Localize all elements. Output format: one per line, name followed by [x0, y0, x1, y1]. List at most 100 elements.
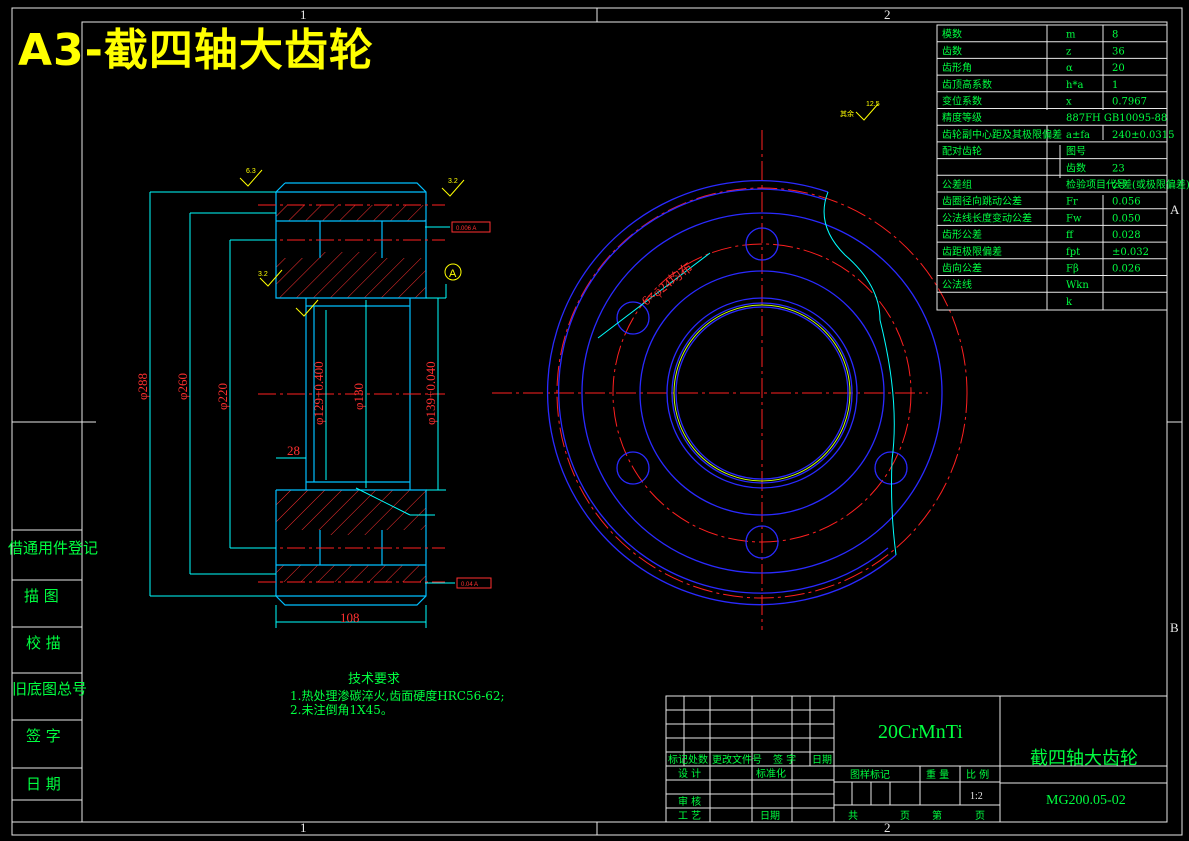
left-record-column: 借通用件登记 描 图 校 描 旧底图总号 签 字 日 期 [8, 421, 98, 823]
param-name: 模数 [942, 28, 962, 41]
stage-header: 重 量 [926, 768, 949, 781]
dim-width-108: 108 [340, 610, 360, 625]
material: 20CrMnTi [878, 721, 963, 743]
param-symbol: Fw [1066, 213, 1082, 224]
param-value: 20 [1112, 63, 1125, 74]
param-value: 23 [1112, 163, 1125, 174]
dim-d129: φ129+0.400 [311, 361, 326, 425]
left-col-item: 借通用件登记 [8, 539, 98, 557]
param-symbol: fpt [1066, 247, 1080, 258]
tech-req-heading: 技术要求 [348, 672, 400, 687]
param-value: 0.056 [1112, 197, 1141, 208]
sheets-label: 页 [900, 810, 910, 822]
dim-d130: φ130 [351, 383, 366, 410]
left-col-item: 校 描 [26, 634, 61, 652]
stage-header: 比 例 [966, 768, 989, 781]
total-label: 共 [848, 810, 858, 822]
standard-label: 标准化 [756, 767, 786, 780]
tech-req-line-2: 2.未注倒角1X45。 [290, 702, 393, 717]
datum-a-symbol: A [444, 263, 462, 281]
param-value: 0.028 [1112, 230, 1141, 241]
param-name: 齿形公差 [942, 228, 982, 241]
zone-labels: 1 2 1 2 A B [300, 7, 1180, 835]
page-label: 页 [975, 810, 985, 822]
svg-text:A: A [449, 268, 457, 280]
param-symbol: α [1066, 63, 1073, 74]
sheet-no-label: 第 [932, 809, 942, 822]
svg-text:12.5: 12.5 [866, 101, 880, 108]
param-name: 精度等级 [942, 111, 982, 124]
param-symbol: 图号 [1066, 146, 1086, 158]
rev-header: 签 字 [773, 753, 796, 766]
left-col-item: 描 图 [24, 587, 59, 605]
tol-frame-1: 0.006 A [456, 226, 476, 232]
param-name: 齿顶高系数 [942, 78, 992, 91]
param-name: 齿圈径向跳动公差 [942, 195, 1022, 208]
parameter-table: 模数 m 8 齿数 z 36 齿形角 α 20 齿顶高系数 h*a 1 变位系数 x 0.7967 精度等级 8… [936, 24, 1189, 311]
param-symbol: x [1066, 97, 1072, 108]
param-value: ±0.032 [1112, 247, 1149, 258]
param-value: 公差(或极限偏差)值 [1112, 178, 1189, 191]
zone-top-2: 2 [884, 7, 891, 22]
param-symbol: 齿数 [1066, 161, 1086, 174]
zone-bottom-2: 2 [884, 820, 891, 835]
param-symbol: h*a [1066, 80, 1083, 91]
dim-d220: φ220 [215, 383, 230, 410]
bolt-hole-note: 6×φ24均布 [639, 259, 696, 308]
check-label: 审 核 [678, 795, 701, 808]
tech-requirements: 技术要求 1.热处理渗碳淬火,齿面硬度HRC56-62; 2.未注倒角1X45。 [290, 672, 505, 717]
param-value: 0.7967 [1112, 97, 1147, 108]
dim-width-28: 28 [287, 443, 300, 458]
param-value: 36 [1112, 46, 1125, 57]
param-symbol: m [1066, 30, 1076, 41]
dim-d260: φ260 [175, 373, 190, 400]
param-value: 0.026 [1112, 264, 1141, 275]
left-col-item: 日 期 [26, 775, 61, 793]
dim-d288: φ288 [135, 373, 150, 400]
tol-frame-2: 0.04 A [461, 582, 478, 588]
param-name: 齿距极限偏差 [942, 245, 1002, 258]
tech-req-line-1: 1.热处理渗碳淬火,齿面硬度HRC56-62; [290, 688, 505, 703]
roughness-3-2-side: 3.2 [258, 271, 268, 278]
roughness-3-2: 3.2 [448, 178, 458, 185]
rev-header: 处数 [688, 753, 708, 766]
front-view: 6×φ24均布 其余 12.5 [492, 101, 968, 630]
param-symbol: 检验项目代号 [1066, 178, 1126, 191]
param-name: 齿形角 [942, 62, 972, 74]
zone-top-1: 1 [300, 7, 307, 22]
zone-right-b: B [1170, 620, 1179, 635]
param-symbol: Fr [1066, 197, 1078, 208]
param-symbol: z [1066, 46, 1071, 57]
hatch-areas [276, 205, 426, 582]
dim-d139: φ139+0.040 [423, 361, 438, 425]
title-block: 标记 处数 更改文件号 签 字 日期 设 计 标准化 审 核 工 艺 日期 图样… [665, 695, 1168, 823]
param-value: 0.050 [1112, 213, 1141, 224]
param-name: 公差组 [942, 178, 972, 191]
part-name: 截四轴大齿轮 [1030, 748, 1138, 769]
param-symbol: Wkn [1066, 280, 1089, 291]
param-symbol: a±fa [1066, 130, 1090, 141]
rev-header: 更改文件号 [712, 753, 762, 766]
left-col-item: 旧底图总号 [12, 680, 87, 698]
param-name: 变位系数 [942, 95, 982, 108]
param-value: 8 [1112, 30, 1118, 41]
param-value: 1 [1112, 80, 1118, 91]
drawing-number: MG200.05-02 [1046, 793, 1126, 808]
param-symbol: k [1066, 297, 1073, 308]
zone-bottom-1: 1 [300, 820, 307, 835]
param-name: 配对齿轮 [942, 145, 982, 158]
left-col-item: 签 字 [26, 727, 61, 745]
date-label: 日期 [760, 810, 780, 822]
param-name: 齿轮副中心距及其极限偏差 [942, 128, 1062, 141]
rev-header: 标记 [668, 754, 688, 766]
param-symbol: 887FH GB10095-88 [1066, 113, 1167, 124]
design-label: 设 计 [678, 767, 701, 780]
zone-right-a: A [1170, 202, 1180, 217]
param-name: 齿向公差 [942, 262, 982, 275]
svg-text:其余: 其余 [840, 109, 854, 118]
section-view: φ288 φ260 φ220 φ129+0.400 φ130 φ139+0.04… [135, 168, 492, 628]
rev-header: 日期 [812, 754, 832, 766]
sheet-title: A3-截四轴大齿轮 [18, 25, 374, 76]
param-symbol: ff [1066, 230, 1074, 241]
